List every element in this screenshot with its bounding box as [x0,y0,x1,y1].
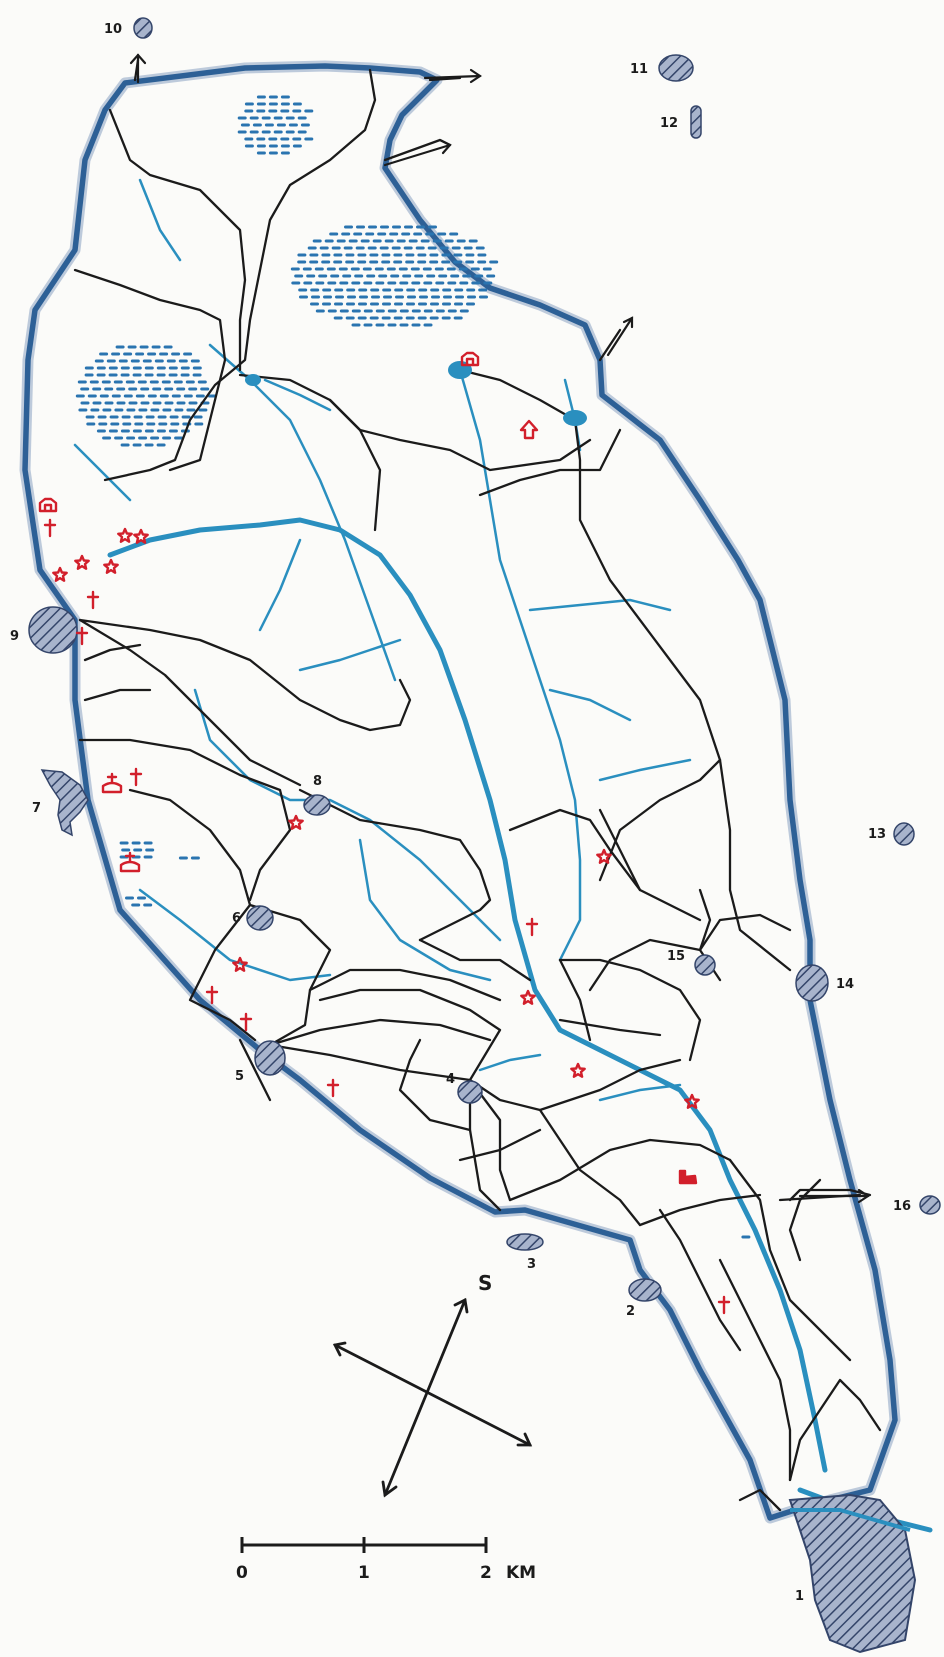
settlement-15[interactable]: 15 [667,949,716,976]
settlement-label-9: 9 [10,629,19,644]
settlement-7[interactable]: 7 [32,769,89,837]
settlement-14[interactable]: 14 [795,964,854,1002]
settlement-label-3: 3 [527,1257,536,1272]
settlement-13[interactable]: 13 [868,822,915,846]
star-icon [684,1093,700,1109]
exit-arrow-northeast-2 [383,138,452,167]
exit-arrow-northeast-1 [423,68,482,84]
settlement-11[interactable]: 11 [630,54,694,82]
marsh-areas [75,95,751,1239]
star-icon [520,989,536,1005]
cross-icon [717,1295,731,1315]
scale-bar-label-2: 2 [480,1563,492,1583]
compass-arrow-head-north [453,1297,469,1314]
exit-arrow-north [129,53,147,84]
settlement-label-11: 11 [630,62,648,77]
settlement-label-5: 5 [235,1069,244,1084]
settlement-label-4: 4 [446,1072,455,1087]
exit-arrow-east-2 [798,1188,870,1204]
scale-bar-unit: KM [506,1563,536,1583]
star-icon [570,1062,586,1078]
cross-icon [75,626,89,646]
settlement-label-16: 16 [893,1199,911,1214]
settlement-16[interactable]: 16 [893,1195,941,1215]
star-icon [103,558,119,574]
scale-bar-label-1: 1 [358,1563,370,1583]
settlement-6[interactable]: 6 [232,905,274,931]
settlement-label-2: 2 [626,1304,635,1319]
orientation-compass: S [332,1271,533,1498]
settlement-label-15: 15 [667,949,685,964]
scale-bar-label-0: 0 [236,1563,248,1583]
star-icon [52,566,68,582]
exit-arrows [129,53,870,1204]
cross-icon [86,590,100,610]
star-icon [133,528,149,544]
settlement-label-13: 13 [868,827,886,842]
cross-icon [43,518,57,538]
compass-label: S [478,1271,492,1295]
settlement-4[interactable]: 4 [446,1072,483,1104]
star-icon [288,814,304,830]
marsh-2 [290,225,499,327]
star-icon [117,527,133,543]
exit-arrow-east-1 [606,316,634,357]
compass-cross-head-east [516,1432,533,1447]
compass-main-arrow [383,1298,467,1497]
settlement-label-10: 10 [104,22,122,37]
settlement-label-1: 1 [795,1589,804,1604]
church-icon [119,851,141,873]
compass-cross-head-west [332,1341,347,1357]
marsh-5 [125,896,153,907]
bell-icon [678,1169,698,1185]
cross-icon [239,1012,253,1032]
settlement-label-14: 14 [836,977,854,992]
settlement-12[interactable]: 12 [660,105,702,139]
marsh-3 [75,345,217,447]
settlement-8[interactable]: 8 [303,774,331,816]
settlements: 1 2 3 4 5 6 7 [10,17,941,1654]
house-arrow-icon [519,419,539,440]
settlement-10[interactable]: 10 [104,17,153,39]
ruin-icon [460,351,480,367]
scale-bar: 0 1 2 KM [236,1537,536,1583]
settlement-1[interactable]: 1 [788,1493,917,1654]
star-icon [74,554,90,570]
ruin-icon [38,497,58,513]
settlement-5[interactable]: 5 [235,1040,286,1084]
marsh-1 [237,95,314,155]
compass-arrow-head-south [381,1480,398,1498]
star-icon [596,848,612,864]
cross-icon [129,767,143,787]
star-icon [232,956,248,972]
settlement-9[interactable]: 9 [10,606,78,654]
compass-cross-arrow [333,1343,532,1447]
cross-icon [525,917,539,937]
settlement-label-8: 8 [313,774,322,789]
settlement-label-12: 12 [660,116,678,131]
cross-icon [205,985,219,1005]
church-icon [101,772,123,794]
settlement-2[interactable]: 2 [626,1278,662,1319]
point-of-interest-markers [38,351,731,1315]
settlement-3[interactable]: 3 [506,1233,544,1272]
cross-icon [326,1078,340,1098]
settlement-label-6: 6 [232,911,241,926]
settlement-label-7: 7 [32,801,41,816]
